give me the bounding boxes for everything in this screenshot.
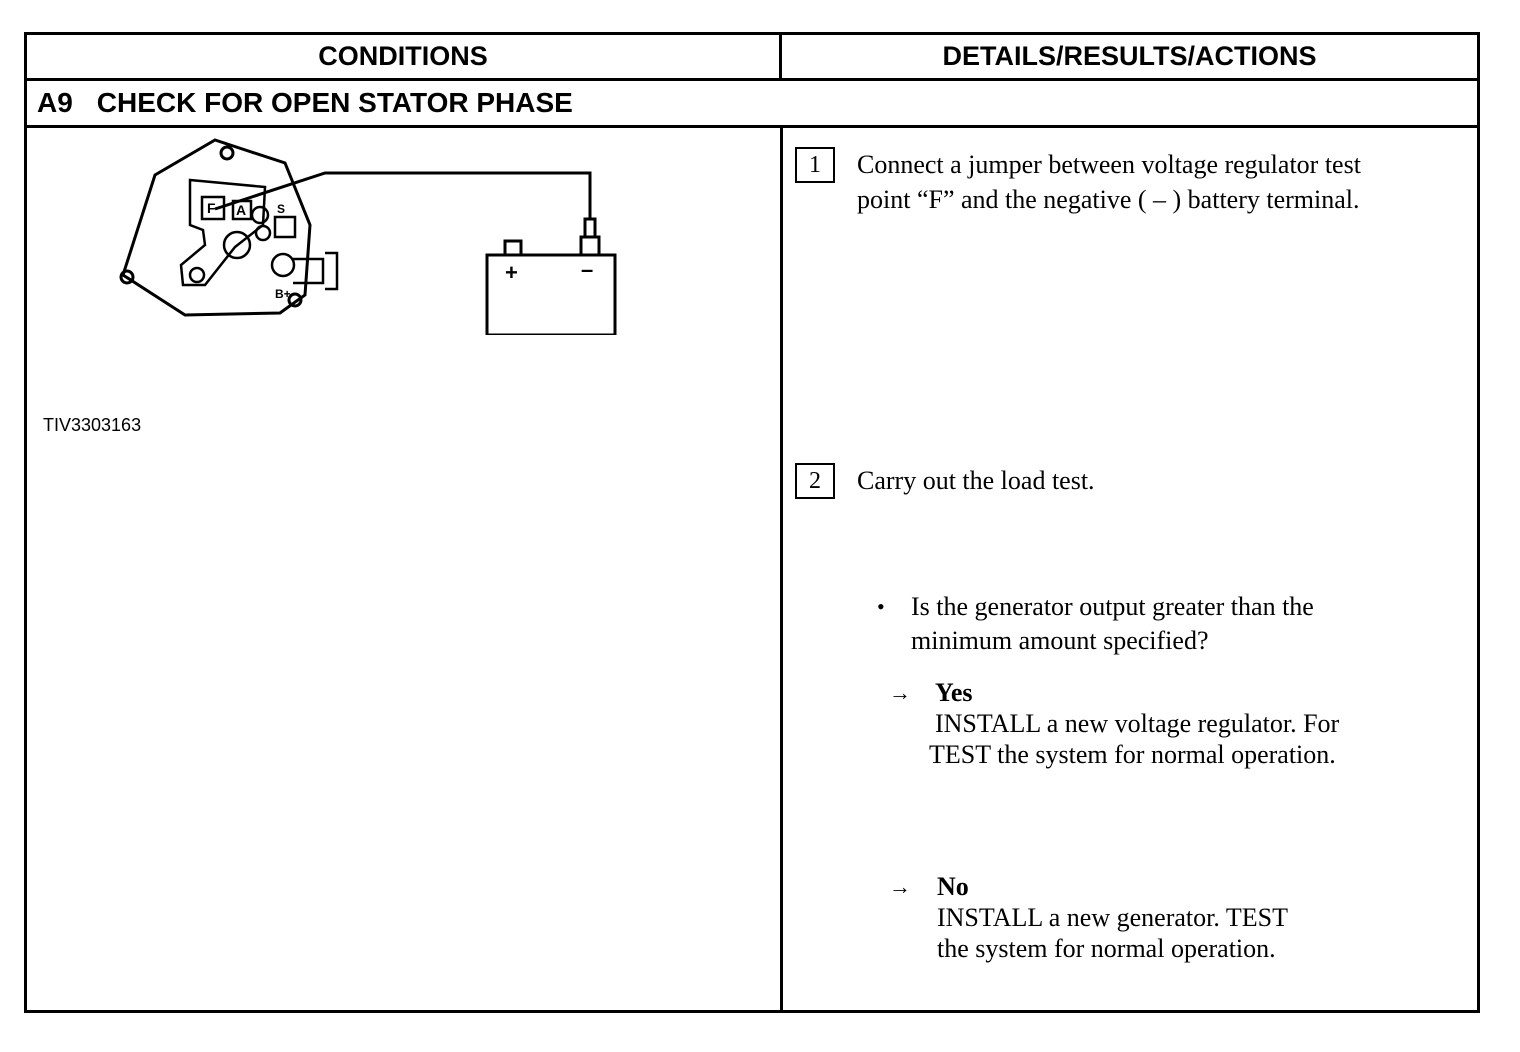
step-text: Carry out the load test. — [857, 463, 1095, 498]
terminal-label-s: S — [277, 202, 285, 216]
answer-no: → No INSTALL a new generator. TEST the s… — [889, 871, 1288, 964]
step-2: 2 Carry out the load test. — [795, 463, 1095, 499]
answer-label: No — [937, 872, 969, 901]
bullet-icon: • — [877, 594, 885, 619]
answer-line: TEST the system for normal operation. — [929, 740, 1336, 769]
section-code: A9 — [37, 87, 73, 118]
step-line: point “F” and the negative ( – ) battery… — [857, 185, 1360, 214]
generator-outline — [119, 138, 312, 317]
diagnostic-table: CONDITIONS DETAILS/RESULTS/ACTIONS A9 CH… — [24, 32, 1480, 1013]
step-line: Carry out the load test. — [857, 466, 1095, 495]
question: • Is the generator output greater than t… — [877, 590, 1314, 658]
question-line: minimum amount specified? — [911, 626, 1209, 655]
step-1: 1 Connect a jumper between voltage regul… — [795, 147, 1361, 217]
regulator-body — [179, 178, 339, 291]
arrow-right-icon: → — [889, 680, 911, 705]
battery-negative-label: – — [581, 257, 593, 282]
question-line: Is the generator output greater than the — [911, 592, 1314, 621]
answer-line: the system for normal operation. — [937, 934, 1276, 963]
answer-label: Yes — [935, 678, 973, 707]
answer-line: INSTALL a new voltage regulator. For — [935, 709, 1340, 738]
terminal-label-f: F — [207, 200, 216, 216]
generator-jumper-diagram: F A S B+ + – — [119, 138, 617, 335]
battery-positive-label: + — [505, 260, 518, 285]
step-line: Connect a jumper between voltage regulat… — [857, 150, 1361, 179]
question-text: Is the generator output greater than the… — [911, 590, 1314, 658]
terminal-label-a: A — [236, 202, 246, 218]
section-title: CHECK FOR OPEN STATOR PHASE — [96, 87, 573, 118]
jumper-wire — [214, 171, 592, 219]
step-number: 2 — [795, 463, 835, 499]
details-header: DETAILS/RESULTS/ACTIONS — [782, 35, 1477, 81]
step-number: 1 — [795, 147, 835, 183]
column-divider — [780, 128, 783, 1010]
answer-line: INSTALL a new generator. TEST — [937, 903, 1288, 932]
battery — [485, 217, 617, 335]
conditions-header: CONDITIONS — [27, 35, 782, 81]
terminal-label-b-plus: B+ — [275, 287, 291, 301]
step-text: Connect a jumper between voltage regulat… — [857, 147, 1361, 217]
section-title-row: A9 CHECK FOR OPEN STATOR PHASE — [27, 81, 1477, 128]
figure-id: TIV3303163 — [43, 415, 142, 435]
arrow-right-icon: → — [889, 874, 911, 899]
answer-yes: → Yes INSTALL a new voltage regulator. F… — [889, 677, 1339, 770]
